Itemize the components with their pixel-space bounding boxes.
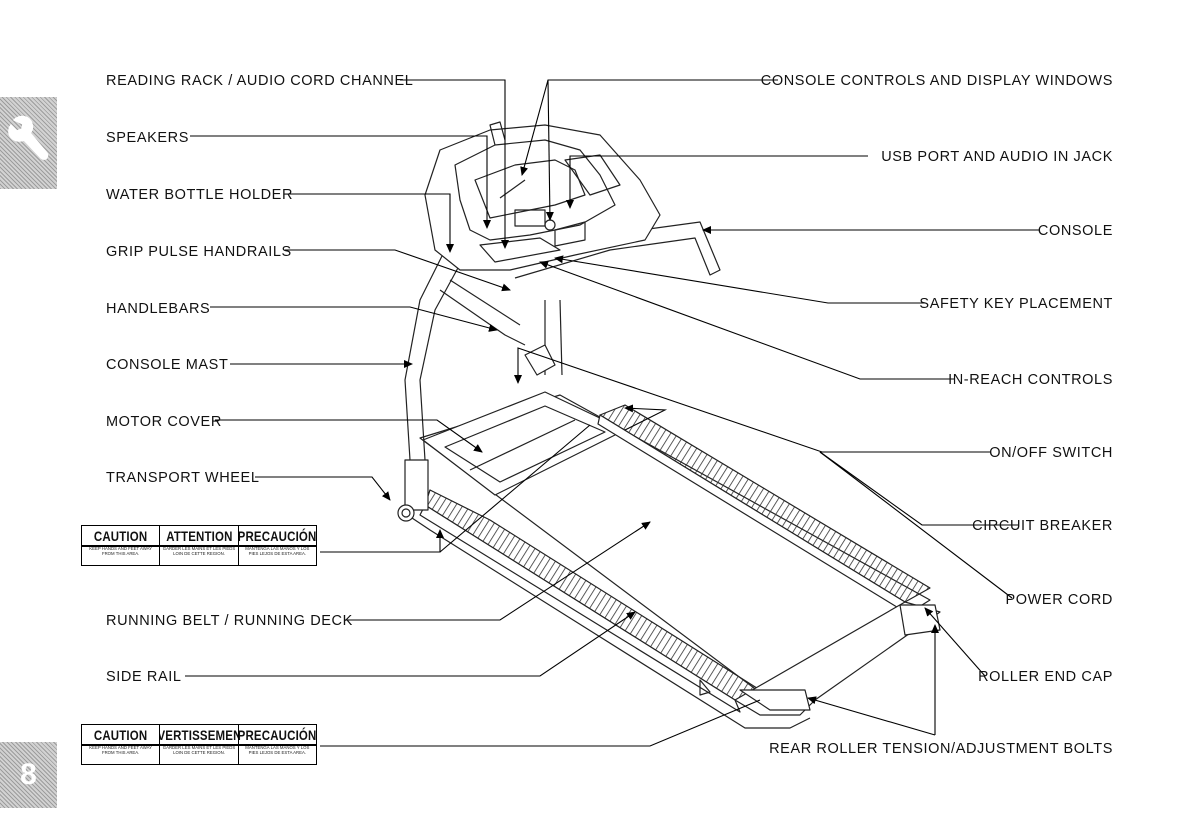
label-running-belt: RUNNING BELT / RUNNING DECK: [106, 613, 353, 629]
caution-sticker-1: CAUTION KEEP HANDS AND FEET AWAY FROM TH…: [81, 525, 317, 566]
page-number: 8: [20, 758, 37, 791]
sticker-heading: AVERTISSEMENT: [160, 727, 237, 743]
label-reading-rack: READING RACK / AUDIO CORD CHANNEL: [106, 73, 414, 89]
sticker-heading: ATTENTION: [165, 528, 233, 544]
label-side-rail: SIDE RAIL: [106, 669, 182, 685]
sticker-heading: PRECAUCIÓN: [238, 528, 316, 544]
sticker-text: MANTENGA LAS MANOS Y LOS PIES LEJOS DE E…: [245, 745, 310, 756]
label-rear-roller-bolts: REAR ROLLER TENSION/ADJUSTMENT BOLTS: [769, 741, 1113, 757]
page-number-tab: [0, 742, 57, 808]
label-water-bottle-holder: WATER BOTTLE HOLDER: [106, 187, 294, 203]
label-motor-cover: MOTOR COVER: [106, 414, 222, 430]
treadmill-outline: [397, 121, 941, 729]
label-grip-pulse-handrails: GRIP PULSE HANDRAILS: [106, 244, 292, 260]
sticker-heading: PRECAUCIÓN: [238, 727, 316, 743]
sticker-heading: CAUTION: [93, 727, 148, 743]
sticker-text: KEEP HANDS AND FEET AWAY FROM THIS AREA.: [89, 745, 153, 756]
sticker-text: MANTENGA LAS MANOS Y LOS PIES LEJOS DE E…: [245, 546, 310, 557]
sticker-text: GARDER LES MAINS ET LES PIEDS LOIN DE CE…: [162, 546, 236, 557]
label-power-cord: POWER CORD: [1005, 592, 1113, 608]
wrench-icon: [8, 115, 49, 160]
label-safety-key: SAFETY KEY PLACEMENT: [919, 296, 1113, 312]
sticker-text: GARDER LES MAINS ET LES PIEDS LOIN DE CE…: [162, 745, 236, 756]
label-console: CONSOLE: [1037, 223, 1113, 239]
label-console-mast: CONSOLE MAST: [106, 357, 229, 373]
sticker-heading: CAUTION: [93, 528, 148, 544]
label-circuit-breaker: CIRCUIT BREAKER: [972, 518, 1113, 534]
label-usb-port: USB PORT AND AUDIO IN JACK: [881, 149, 1113, 165]
label-speakers: SPEAKERS: [106, 130, 189, 146]
label-transport-wheel: TRANSPORT WHEEL: [106, 470, 260, 486]
sticker-text: KEEP HANDS AND FEET AWAY FROM THIS AREA.: [89, 546, 153, 557]
label-handlebars: HANDLEBARS: [106, 301, 211, 317]
label-roller-end-cap: ROLLER END CAP: [978, 669, 1113, 685]
label-on-off-switch: ON/OFF SWITCH: [989, 445, 1113, 461]
caution-sticker-2: CAUTION KEEP HANDS AND FEET AWAY FROM TH…: [81, 724, 317, 765]
label-in-reach-controls: IN-REACH CONTROLS: [948, 372, 1113, 388]
leader-lines: [185, 79, 1040, 747]
label-console-controls: CONSOLE CONTROLS AND DISPLAY WINDOWS: [760, 73, 1113, 89]
